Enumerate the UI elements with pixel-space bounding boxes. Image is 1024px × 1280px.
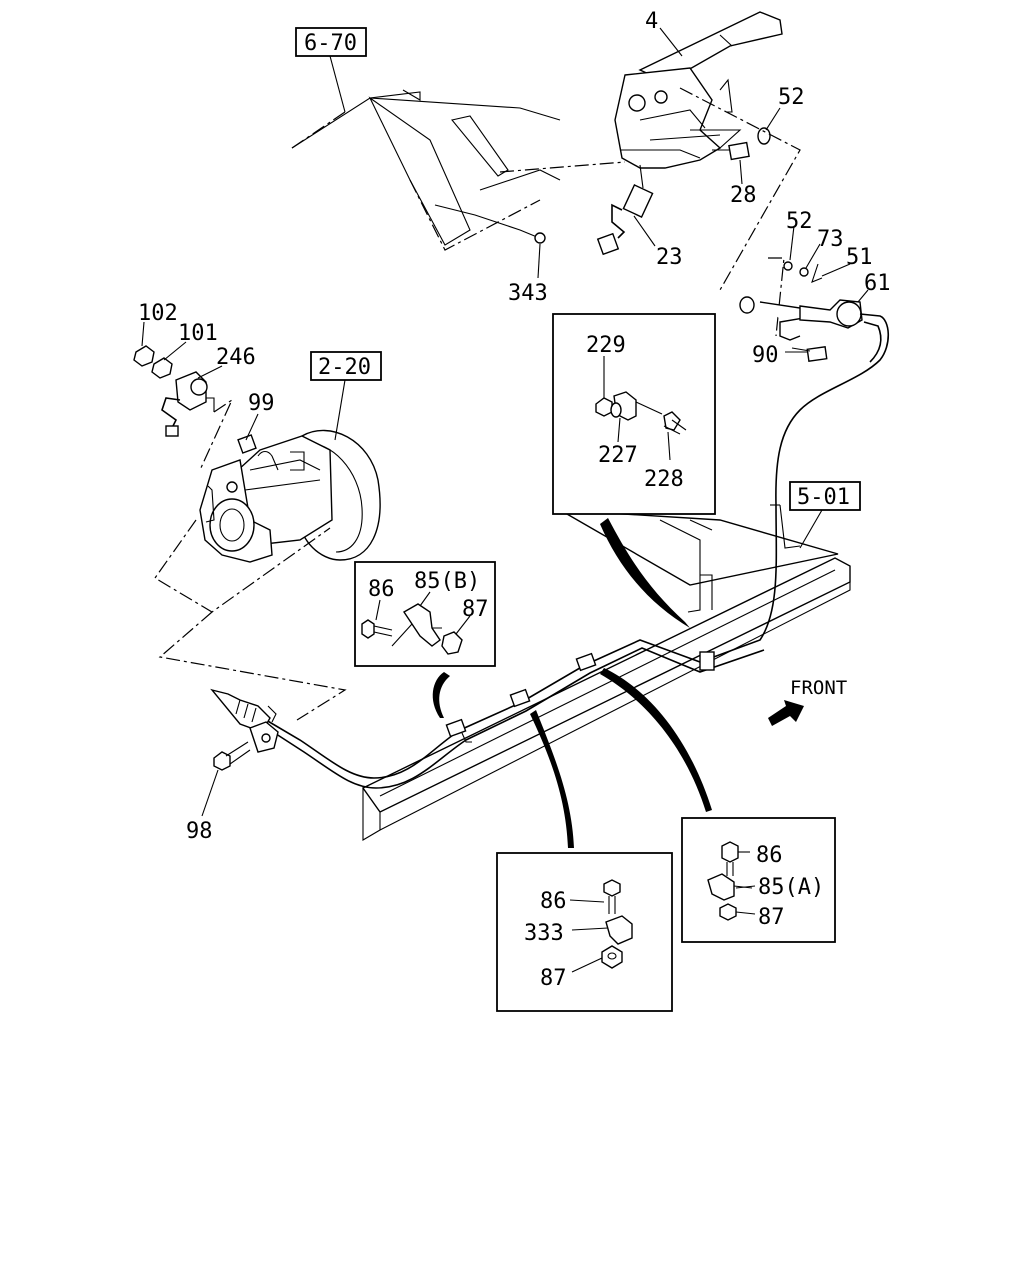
label-98[interactable]: 98 xyxy=(186,819,213,844)
label-87-box-b[interactable]: 87 xyxy=(462,597,489,622)
label-85a[interactable]: 85(A) xyxy=(758,875,824,900)
brake-switch xyxy=(596,164,654,256)
ref-6-70-text: 6-70 xyxy=(304,31,357,56)
label-228[interactable]: 228 xyxy=(644,467,684,492)
label-227[interactable]: 227 xyxy=(598,443,638,468)
detail-box-85b[interactable] xyxy=(354,561,496,667)
label-86-box-a[interactable]: 86 xyxy=(756,843,783,868)
label-333[interactable]: 333 xyxy=(524,921,564,946)
label-73[interactable]: 73 xyxy=(817,227,844,252)
label-343[interactable]: 343 xyxy=(508,281,548,306)
ref-box-2-20[interactable]: 2-20 xyxy=(310,351,382,381)
brake-cable xyxy=(210,504,778,789)
leader-lines xyxy=(141,27,869,973)
label-52-lower[interactable]: 52 xyxy=(786,209,813,234)
label-99[interactable]: 99 xyxy=(248,391,275,416)
ref-5-01-text: 5-01 xyxy=(797,485,850,510)
part-labels: 4 52 28 23 343 52 73 51 61 90 102 101 24… xyxy=(138,9,891,991)
front-arrow-icon xyxy=(768,700,804,726)
label-85b[interactable]: 85(B) xyxy=(414,569,480,594)
ref-box-5-01[interactable]: 5-01 xyxy=(789,481,861,511)
label-87-box-333[interactable]: 87 xyxy=(540,966,567,991)
detail-box-85a[interactable] xyxy=(681,817,836,943)
bolt-98 xyxy=(213,741,251,771)
label-4[interactable]: 4 xyxy=(645,9,658,34)
front-label: FRONT xyxy=(790,677,847,699)
label-102[interactable]: 102 xyxy=(138,301,178,326)
ref-2-20-text: 2-20 xyxy=(318,355,371,380)
label-86-box-333[interactable]: 86 xyxy=(540,889,567,914)
label-246[interactable]: 246 xyxy=(216,345,256,370)
label-52-upper[interactable]: 52 xyxy=(778,85,805,110)
label-86-box-b[interactable]: 86 xyxy=(368,577,395,602)
label-101[interactable]: 101 xyxy=(178,321,218,346)
ref-box-6-70[interactable]: 6-70 xyxy=(295,27,367,57)
frame-rail xyxy=(361,504,851,841)
label-229[interactable]: 229 xyxy=(586,333,626,358)
detail-box-333[interactable] xyxy=(496,852,673,1012)
label-51[interactable]: 51 xyxy=(846,245,873,270)
label-28[interactable]: 28 xyxy=(730,183,757,208)
label-61[interactable]: 61 xyxy=(864,271,891,296)
label-87-box-a[interactable]: 87 xyxy=(758,905,785,930)
speed-sensor xyxy=(133,345,215,437)
label-90[interactable]: 90 xyxy=(752,343,779,368)
parking-brake-lever xyxy=(614,11,783,169)
detail-box-229[interactable] xyxy=(552,313,716,515)
transmission xyxy=(199,429,381,563)
floor-panel xyxy=(291,89,626,251)
label-23[interactable]: 23 xyxy=(656,245,683,270)
cable-end xyxy=(739,261,890,506)
